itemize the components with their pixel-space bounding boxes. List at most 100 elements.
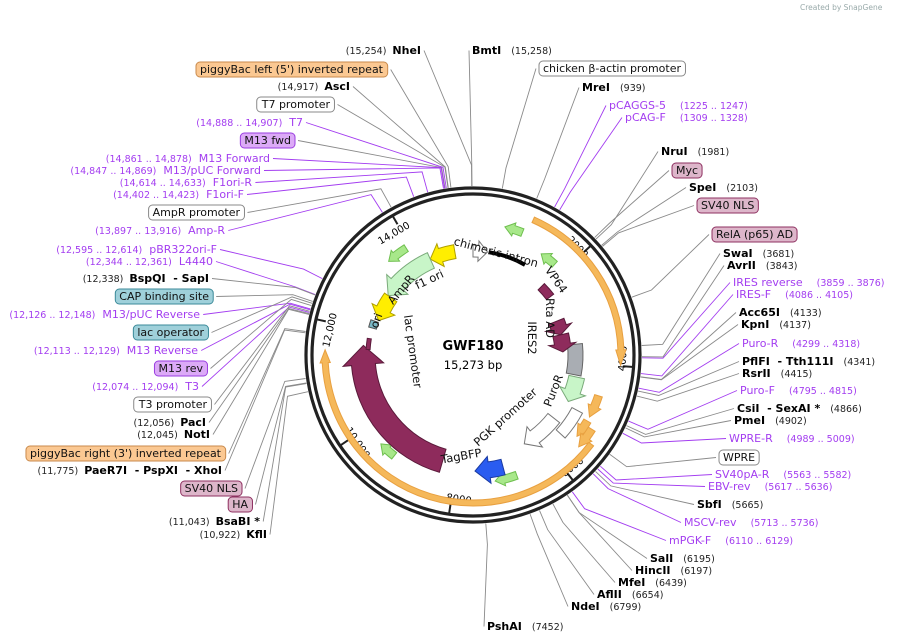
feature-box-label[interactable]: piggyBac left (5') inverted repeat bbox=[195, 61, 389, 78]
restriction-site-label[interactable]: AflII(6654) bbox=[597, 588, 663, 601]
leader-line bbox=[536, 87, 580, 199]
primer-label[interactable]: (12,113 .. 12,129)M13 Reverse bbox=[34, 344, 198, 357]
svg-text:BmtI(15,258): BmtI(15,258) bbox=[472, 44, 552, 57]
restriction-site-label[interactable]: NdeI(6799) bbox=[571, 600, 641, 613]
feature-box-label[interactable]: WPRE bbox=[718, 449, 760, 466]
leader-line bbox=[641, 265, 725, 358]
leader-line bbox=[609, 453, 717, 468]
restriction-site-label[interactable]: PshAI(7452) bbox=[487, 620, 563, 633]
feature-box-label[interactable]: lac operator bbox=[132, 324, 209, 341]
site-position: (6195) bbox=[683, 554, 715, 565]
feature-box bbox=[148, 204, 245, 221]
primer-label[interactable]: SV40pA-R(5563 .. 5582) bbox=[715, 468, 851, 481]
enzyme-name: NdeI bbox=[571, 600, 600, 613]
leader-line bbox=[219, 249, 323, 280]
primer-label[interactable]: (14,614 .. 14,633)F1ori-R bbox=[120, 176, 253, 189]
feature-box-label[interactable]: M13 fwd bbox=[239, 132, 296, 149]
primer-name: T3 bbox=[184, 380, 199, 393]
feature-box-label[interactable]: CAP binding site bbox=[114, 288, 214, 305]
restriction-site-label[interactable]: MfeI(6439) bbox=[618, 576, 687, 589]
restriction-site-label[interactable]: SbfI(5665) bbox=[697, 498, 763, 511]
leader-line bbox=[390, 69, 452, 188]
restriction-site-label[interactable]: MreI(939) bbox=[582, 81, 645, 94]
feature-box-label[interactable]: RelA (p65) AD bbox=[711, 226, 798, 243]
primer-label[interactable]: (12,074 .. 12,094) T3 bbox=[92, 380, 199, 393]
feature-box-label[interactable]: AmpR promoter bbox=[148, 204, 245, 221]
feature-box-label[interactable]: HA bbox=[227, 496, 253, 513]
primer-label[interactable]: IRES-F(4086 .. 4105) bbox=[736, 288, 853, 301]
feature-box-label[interactable]: Myc bbox=[671, 162, 703, 179]
primer-label[interactable]: (14,888 .. 14,907)T7 bbox=[196, 116, 303, 129]
primer-label[interactable]: MSCV-rev(5713 .. 5736) bbox=[684, 516, 818, 529]
primer-label[interactable]: Puro-R(4299 .. 4318) bbox=[742, 337, 860, 350]
primer-range: (12,074 .. 12,094) bbox=[92, 382, 178, 393]
primer-label[interactable]: EBV-rev(5617 .. 5636) bbox=[708, 480, 832, 493]
feature-name: RelA (p65) AD bbox=[716, 228, 793, 241]
restriction-site-label[interactable]: NruI(1981) bbox=[661, 145, 729, 158]
feature-box-label[interactable]: piggyBac right (3') inverted repeat bbox=[25, 445, 227, 462]
restriction-site-label[interactable]: RsrII(4415) bbox=[742, 367, 812, 380]
feature-box bbox=[718, 449, 760, 466]
feature-name: piggyBac left (5') inverted repeat bbox=[200, 63, 384, 76]
leader-line bbox=[211, 278, 316, 296]
enzyme-name: AvrII bbox=[727, 259, 756, 272]
primer-label[interactable]: mPGK-F(6110 .. 6129) bbox=[669, 534, 793, 547]
primer-label[interactable]: pCAG-F(1309 .. 1328) bbox=[625, 111, 748, 124]
feature-label: lac promoter bbox=[401, 314, 425, 389]
leader-line bbox=[224, 329, 306, 471]
primer-label[interactable]: IRES reverse(3859 .. 3876) bbox=[733, 276, 885, 289]
restriction-site-label[interactable]: BmtI(15,258) bbox=[472, 44, 552, 57]
restriction-site-label[interactable]: (12,056)PacI bbox=[134, 416, 206, 429]
restriction-site-label[interactable]: (11,043)BsaBI * bbox=[169, 515, 260, 528]
restriction-site-label[interactable]: CsiI - SexAI *(4866) bbox=[737, 402, 862, 415]
site-position: (11,043) bbox=[169, 517, 210, 528]
primer-label[interactable]: (12,344 .. 12,361)L4440 bbox=[86, 255, 213, 268]
feature-box-label[interactable]: SV40 NLS bbox=[696, 197, 759, 214]
feature-label: ori bbox=[367, 311, 385, 330]
primer-label[interactable]: (13,897 .. 13,916)Amp-R bbox=[95, 224, 225, 237]
feature-name: piggyBac right (3') inverted repeat bbox=[30, 447, 222, 460]
restriction-site-label[interactable]: SalI(6195) bbox=[650, 552, 715, 565]
restriction-site-label[interactable]: SpeI(2103) bbox=[689, 181, 758, 194]
restriction-site-label[interactable]: Acc65I(4133) bbox=[739, 306, 822, 319]
svg-text:RsrII(4415): RsrII(4415) bbox=[742, 367, 812, 380]
leader-line bbox=[216, 294, 313, 302]
leader-line bbox=[592, 473, 682, 523]
primer-name: F1ori-R bbox=[213, 176, 253, 189]
green-arrow bbox=[380, 443, 398, 460]
feature-box-label[interactable]: chicken β-actin promoter bbox=[538, 60, 686, 77]
restriction-site-label[interactable]: HincII(6197) bbox=[635, 564, 712, 577]
primer-name: MSCV-rev bbox=[684, 516, 737, 529]
feature-label: Cas9 bbox=[400, 388, 432, 420]
enzyme-name: NheI bbox=[392, 44, 421, 57]
primer-label[interactable]: WPRE-R(4989 .. 5009) bbox=[729, 432, 855, 445]
restriction-site-label[interactable]: (11,775)PaeR7I - PspXI - XhoI bbox=[38, 464, 222, 477]
restriction-site-label[interactable]: KpnI(4137) bbox=[741, 318, 811, 331]
primer-label[interactable]: (12,595 .. 12,614)pBR322ori-F bbox=[56, 243, 217, 256]
primer-label[interactable]: Puro-F(4795 .. 4815) bbox=[740, 384, 857, 397]
restriction-site-label[interactable]: SwaI(3681) bbox=[723, 247, 794, 260]
tick-mark bbox=[583, 244, 592, 254]
restriction-site-label[interactable]: (12,045)NotI bbox=[137, 428, 210, 441]
restriction-site-label[interactable]: (10,922)KflI bbox=[200, 528, 267, 541]
restriction-site-label[interactable]: AvrII(3843) bbox=[727, 259, 798, 272]
restriction-site-label[interactable]: (15,254)NheI bbox=[346, 44, 421, 57]
primer-label[interactable]: (14,402 .. 14,423)F1ori-F bbox=[113, 188, 244, 201]
feature-box-label[interactable]: M13 rev bbox=[153, 360, 208, 377]
site-position: (5665) bbox=[732, 500, 764, 511]
restriction-site-label[interactable]: PflFI - Tth111I(4341) bbox=[742, 355, 875, 368]
restriction-site-label[interactable]: PmeI(4902) bbox=[734, 414, 807, 427]
orange-arrow bbox=[578, 426, 596, 448]
enzyme-name: PflFI - Tth111I bbox=[742, 355, 834, 368]
feature-box-label[interactable]: SV40 NLS bbox=[180, 480, 243, 497]
primer-label[interactable]: (14,861 .. 14,878)M13 Forward bbox=[106, 152, 270, 165]
restriction-site-label[interactable]: (14,917)AscI bbox=[278, 80, 350, 93]
svg-text:(12,045)NotI: (12,045)NotI bbox=[137, 428, 210, 441]
restriction-site-label[interactable]: (12,338)BspQI - SapI bbox=[83, 272, 209, 285]
feature-box-label[interactable]: T3 promoter bbox=[133, 396, 212, 413]
primer-label[interactable]: (12,126 .. 12,148)M13/pUC Reverse bbox=[9, 308, 200, 321]
primer-label[interactable]: pCAGGS-5(1225 .. 1247) bbox=[609, 99, 748, 112]
primer-label[interactable]: (14,847 .. 14,869)M13/pUC Forward bbox=[70, 164, 261, 177]
feature-name: SV40 NLS bbox=[185, 482, 238, 495]
feature-box-label[interactable]: T7 promoter bbox=[256, 96, 335, 113]
